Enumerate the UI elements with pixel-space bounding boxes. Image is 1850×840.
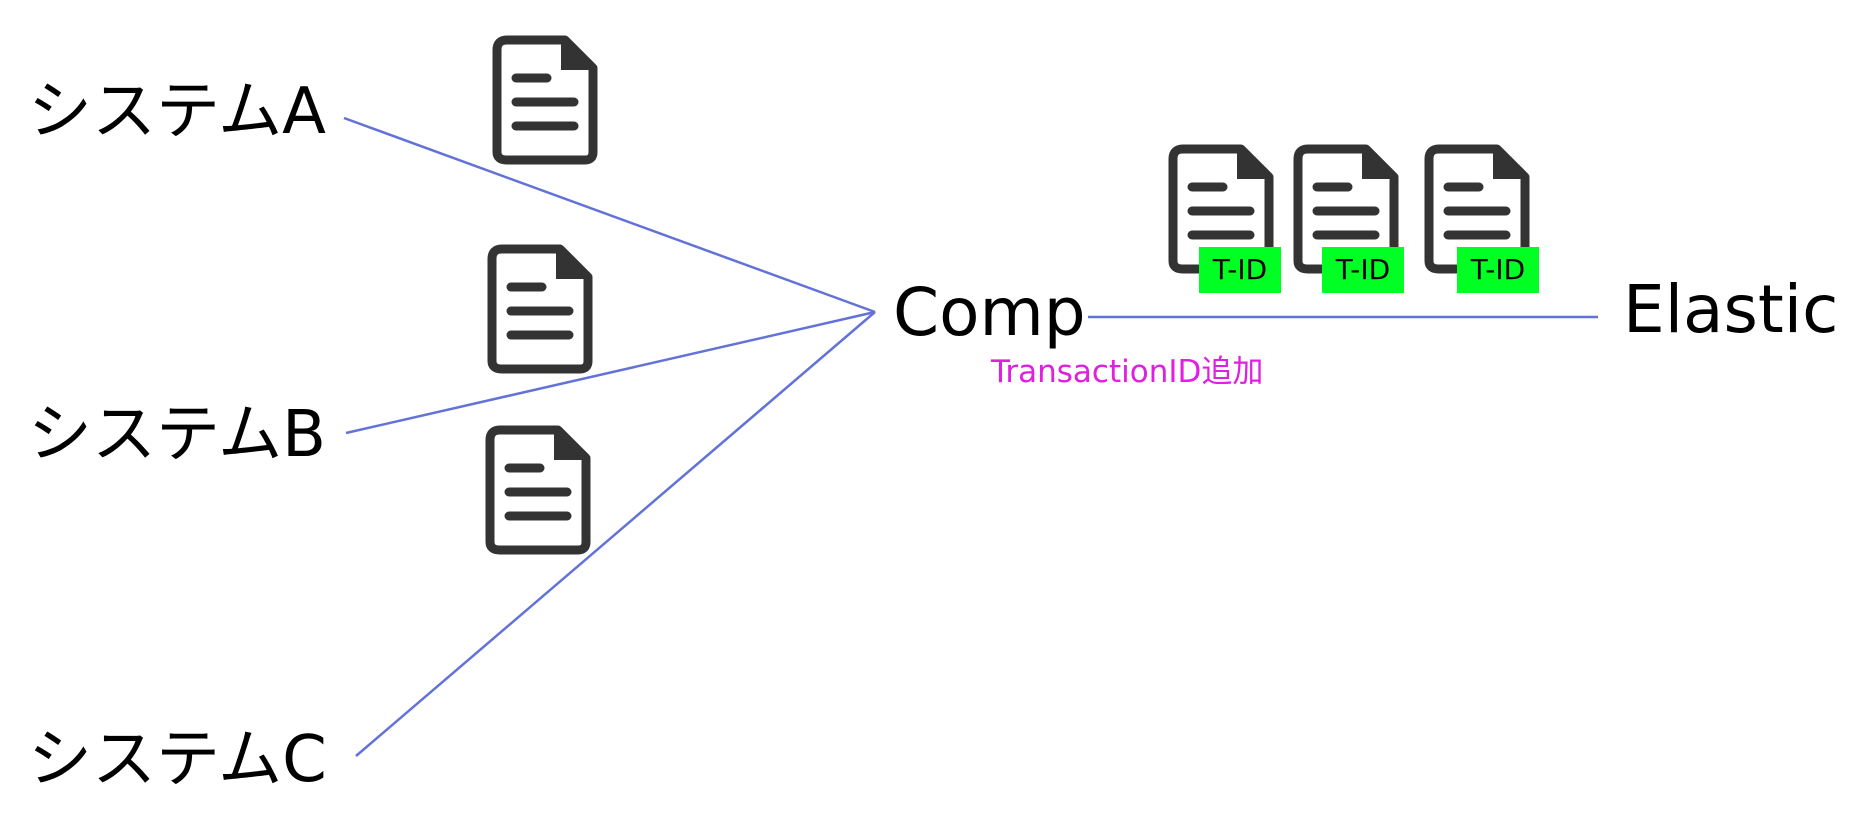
- document-icon: [487, 244, 593, 374]
- transaction-id-tag: T-ID: [1457, 247, 1539, 293]
- transaction-id-tag: T-ID: [1322, 247, 1404, 293]
- document-icon: [492, 35, 598, 165]
- transaction-id-note: TransactionID追加: [991, 354, 1264, 390]
- node-system-c: システムC: [28, 723, 327, 797]
- connector-b-comp: [345, 310, 876, 435]
- connector-a-comp: [343, 116, 876, 314]
- node-elastic: Elastic: [1623, 271, 1839, 348]
- connector-c-comp: [355, 311, 876, 757]
- node-system-a: システムA: [28, 75, 326, 149]
- transaction-id-tag: T-ID: [1199, 247, 1281, 293]
- node-system-b: システムB: [28, 398, 326, 472]
- node-comp: Comp: [893, 274, 1086, 351]
- document-icon: [485, 425, 591, 555]
